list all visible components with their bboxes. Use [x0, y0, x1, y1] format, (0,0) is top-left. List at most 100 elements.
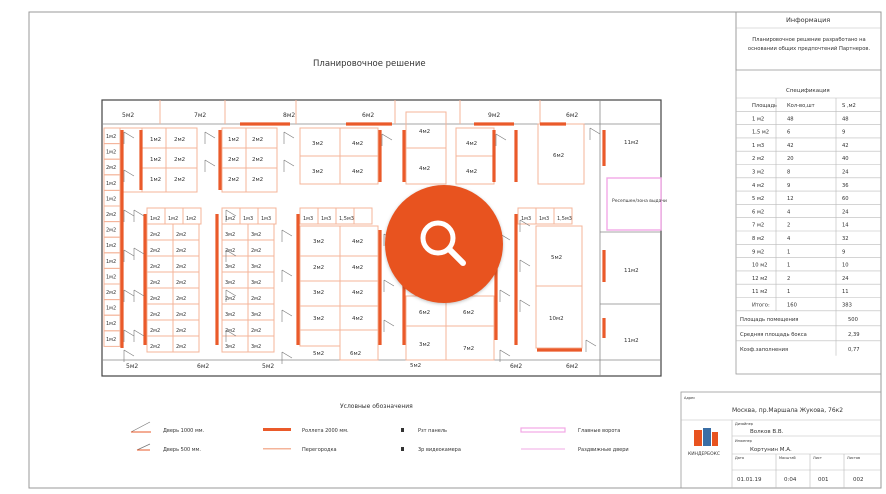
spec-cell: 383	[842, 303, 852, 309]
legend-item: 3р видеокамера	[418, 447, 461, 453]
spec-cell: 2 м2	[752, 156, 764, 162]
door-swing	[383, 279, 395, 292]
top-box: 6м2	[566, 112, 578, 119]
left-column: 1м21м22м21м21м22м22м21м21м21м22м21м21м21…	[103, 127, 121, 347]
spec-cell: 12 м2	[752, 276, 767, 282]
door-swing	[383, 319, 395, 332]
reception-label: Ресепшен/зона выдачи	[612, 198, 667, 204]
door-swing	[225, 289, 237, 302]
box-label: 1м2	[150, 137, 161, 143]
box-label: 1м2	[150, 157, 161, 163]
door-swing	[281, 269, 293, 282]
spec-cell: 160	[787, 303, 797, 309]
box-label: 3м2	[313, 316, 324, 322]
spec-cell: 8 м2	[752, 236, 764, 242]
box-label: 2м2	[150, 264, 160, 270]
box-label: 2м2	[176, 312, 186, 318]
designer-label: Дизайнер	[735, 422, 754, 426]
spec-cell: 24	[842, 209, 849, 215]
door-swing	[204, 131, 216, 144]
box-label: 3м2	[251, 280, 261, 286]
box-label: 2м2	[176, 344, 186, 350]
camera-icon	[401, 447, 404, 451]
roll-shutter-icon	[263, 428, 291, 431]
spec-cell: 36	[842, 183, 849, 189]
box-label: 5м2	[313, 351, 324, 357]
spec-cell: Кол-во,шт	[787, 103, 815, 109]
box-label: 2м2	[106, 228, 116, 234]
door-swing	[123, 349, 135, 362]
date-label: Дата	[735, 456, 744, 460]
box-label: 1м2	[106, 274, 116, 280]
spec-cell: 1,5 м2	[752, 130, 769, 136]
box-label: 4м2	[352, 290, 363, 296]
box-label: 2м2	[252, 137, 263, 143]
spec-cell: 1	[787, 263, 790, 269]
top-box: 7м2	[194, 112, 206, 119]
door-1000-icon	[130, 421, 151, 433]
spec-cell: 2	[787, 223, 790, 229]
scale-value: 0:04	[784, 477, 797, 483]
door-swing	[123, 131, 135, 144]
box-label: 2м2	[252, 157, 263, 163]
door-swing	[519, 299, 531, 312]
box-label: 1м2	[106, 259, 116, 265]
box-label: 3м2	[225, 280, 235, 286]
sheet-value: 001	[818, 477, 829, 483]
box-label: 3м2	[312, 141, 323, 147]
spec-cell: 42	[787, 143, 794, 149]
sheets-label: Листов	[847, 456, 860, 460]
box-label: 3м2	[251, 344, 261, 350]
bottom-box: 5м2	[126, 363, 138, 370]
spec-cell: 8	[787, 170, 790, 176]
bottom-box: 6м2	[197, 363, 209, 370]
box-label: 2м2	[176, 232, 186, 238]
spec-cell: 10	[842, 263, 849, 269]
box-label: 4м2	[352, 169, 363, 175]
box-label: 1м3	[321, 216, 331, 222]
door-swing	[283, 159, 295, 172]
spec-cell: 5 м2	[752, 196, 764, 202]
date-value: 01.01.19	[737, 477, 762, 483]
spec-cell: 32	[842, 236, 849, 242]
top-box: 5м2	[122, 112, 134, 119]
address-value: Москва, пр.Маршала Жукова, 76к2	[732, 407, 843, 414]
box-label: 3м2	[225, 344, 235, 350]
box-label: 2м2	[225, 328, 235, 334]
box-label: 1м3	[261, 216, 271, 222]
box-label: 4м2	[419, 129, 430, 135]
engineer-value: Кортунин М.А.	[750, 447, 792, 453]
box-label: 2м2	[176, 248, 186, 254]
box-label: 2м2	[150, 344, 160, 350]
box-label: 2м2	[251, 328, 261, 334]
spec-cell: 24	[842, 170, 849, 176]
bottom-box: 6м2	[566, 363, 578, 370]
lower-rooms: 3м2 2м2 3м2 3м2 5м2 4м2 4м2 4м2 4м2 6м2 …	[126, 225, 661, 370]
partition-icon	[263, 448, 291, 450]
box-label: 2м2	[176, 328, 186, 334]
legend-item: Раздвижные двери	[578, 447, 629, 453]
door-swing	[495, 133, 507, 146]
spec-cell: 6 м2	[752, 209, 764, 215]
door-swing	[381, 133, 393, 146]
sheets-value: 002	[853, 477, 864, 483]
box-label: 1м2	[106, 181, 116, 187]
spec-cell: 10 м2	[752, 263, 767, 269]
box-label: 7м2	[463, 346, 474, 352]
main-gate-icon	[520, 427, 566, 433]
company-logo: КИНДЕРБОКС	[688, 428, 720, 457]
engineer-label: Инженер	[735, 439, 753, 443]
box-label: 3м2	[251, 312, 261, 318]
door-500-icon	[136, 443, 151, 451]
total-value: 500	[848, 317, 858, 323]
top-box: 9м2	[488, 112, 500, 119]
plan-outline	[101, 99, 662, 377]
spec-cell: 4	[787, 209, 791, 215]
box-label: 2м2	[176, 264, 186, 270]
spec-title: Спецификация	[786, 88, 830, 94]
spec-cell: 11 м2	[752, 289, 767, 295]
door-swing	[281, 309, 293, 322]
zoom-button[interactable]	[385, 185, 503, 303]
box-label: 4м2	[352, 239, 363, 245]
